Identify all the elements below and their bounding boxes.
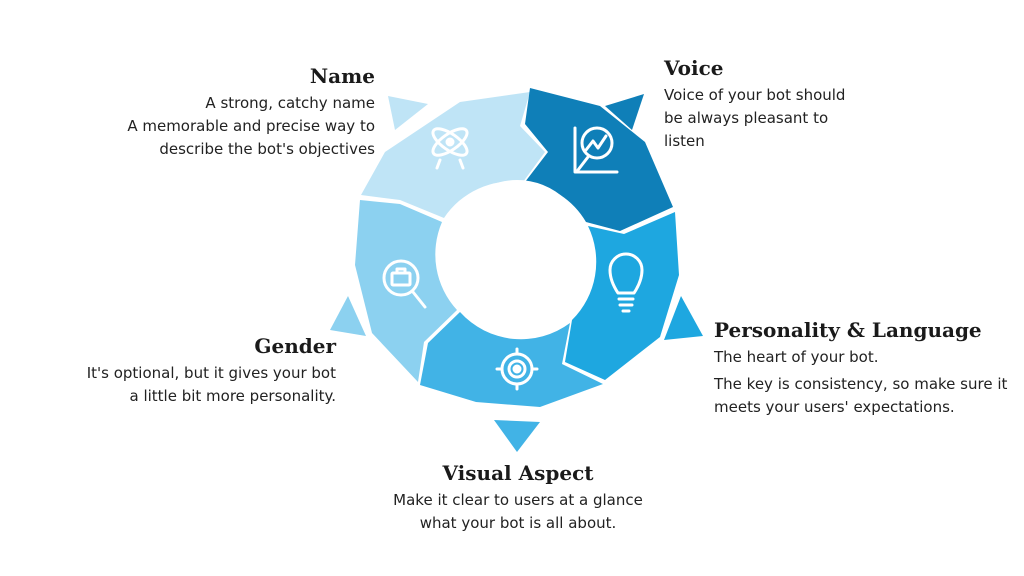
segment-gender	[355, 200, 457, 382]
label-voice-title: Voice	[664, 56, 724, 80]
label-name-title: Name	[309, 64, 375, 88]
briefcase-search-icon	[382, 259, 427, 309]
label-name: Name A strong, catchy name A memorable a…	[90, 64, 375, 161]
segment-visual	[420, 312, 603, 407]
label-visual-line-1: Make it clear to users at a glance	[393, 491, 643, 509]
label-personality: Personality & Language The heart of your…	[714, 318, 1014, 419]
label-personality-line-2: The key is consistency, so make sure it	[714, 375, 1008, 393]
label-name-line-1: A strong, catchy name	[205, 94, 375, 112]
label-visual-title: Visual Aspect	[442, 461, 594, 485]
inner-ring	[447, 180, 587, 320]
segment-voice	[525, 88, 673, 231]
label-voice: Voice Voice of your bot should be always…	[664, 56, 924, 153]
label-personality-line-1: The heart of your bot.	[714, 348, 879, 366]
label-visual-line-2: what your bot is all about.	[419, 514, 617, 532]
label-gender: Gender It's optional, but it gives your …	[60, 334, 336, 408]
label-gender-line-2: a little bit more personality.	[129, 387, 336, 405]
label-personality-line-3: meets your users' expectations.	[714, 398, 955, 416]
center-hole	[455, 188, 579, 312]
arrow-pointer-gender	[330, 296, 366, 336]
arrow-pointer-personality	[664, 296, 703, 340]
label-gender-line-1: It's optional, but it gives your bot	[86, 364, 336, 382]
arrow-pointer-visual	[494, 420, 540, 452]
label-gender-title: Gender	[254, 334, 336, 358]
label-visual: Visual Aspect Make it clear to users at …	[368, 461, 668, 535]
arrow-pointer-name	[388, 96, 428, 130]
label-voice-line-1: Voice of your bot should	[664, 86, 846, 104]
lightbulb-icon	[608, 252, 644, 313]
target-gear-icon	[495, 347, 539, 391]
label-personality-title: Personality & Language	[714, 318, 982, 342]
label-name-line-2: A memorable and precise way to	[127, 117, 375, 135]
segment-name	[361, 92, 545, 218]
arrow-pointer-voice	[605, 94, 644, 130]
atom-icon	[431, 127, 469, 170]
label-name-line-3: describe the bot's objectives	[159, 140, 375, 158]
label-voice-line-2: be always pleasant to	[664, 109, 829, 127]
label-voice-line-3: listen	[664, 132, 705, 150]
segment-personality	[565, 212, 679, 380]
chart-search-icon	[573, 126, 619, 174]
